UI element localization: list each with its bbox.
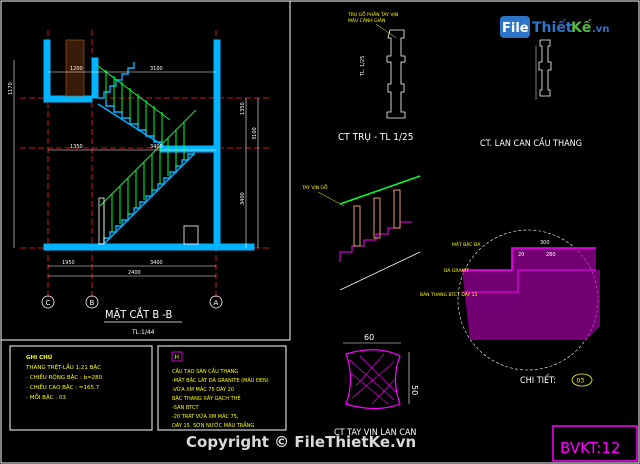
stair-edge-profile [462, 247, 596, 271]
baluster-shape [345, 349, 401, 410]
notes-right-panel: H CẤU TẠO SÀN CẦU THANG -MẶT BẬC LÁT ĐÁ … [157, 345, 287, 431]
notes-right-heading: CẤU TẠO SÀN CẦU THANG [172, 367, 238, 375]
logo-thiet: Thiết [532, 19, 573, 36]
section-view: 1200 3100 1350 3400 1350 3400 3100 1170 … [8, 30, 270, 336]
chi-tiet-badge-text: 03 [577, 378, 585, 385]
baluster-dim-w: 60 [364, 333, 374, 342]
step-detail: MẶT BẬC ĐÁ 300 280 20 ĐÁ GRANIT BẢN THAN… [420, 229, 600, 387]
dim-mid-1: 1350 [70, 144, 83, 150]
sheet-label: BVKT:12 [560, 439, 620, 457]
dim-mid-2: 3400 [150, 144, 163, 150]
notes-left-heading: GHI CHÚ [26, 354, 52, 361]
sheet-label-box: BVKT:12 [552, 425, 638, 462]
step-label-stone: ĐÁ GRANIT [444, 267, 469, 274]
step-note-top: MẶT BẬC ĐÁ [452, 241, 481, 248]
notes-left-line1: THANG TRỆT-LẦU 1:21 BẬC [25, 363, 101, 371]
stair-tread-lower [462, 269, 596, 293]
dim-side-4: 1170 [8, 82, 14, 95]
notes-right-badge-text: H [175, 354, 180, 361]
dim-bottom-2: 3400 [150, 260, 163, 266]
logo-ke: Kế [571, 19, 592, 36]
section-title: MẶT CẮT B -B [105, 307, 172, 321]
step-label-concrete: BẢN THANG BTCT DÀY 15 [420, 290, 478, 298]
stair-concrete-fill [462, 248, 600, 340]
step-dim-3: 20 [518, 252, 524, 258]
dim-side-2: 3400 [240, 192, 246, 205]
watermark-copyright: Copyright © FileThietKe.vn [186, 433, 416, 451]
step-dim-2: 280 [546, 252, 556, 258]
dim-bottom-1: 1950 [62, 260, 75, 266]
notes-left-line2: - CHIỀU RỘNG BẬC : b=280 [26, 373, 103, 381]
svg-text:B: B [90, 299, 95, 307]
notes-right-line2: -VỮA XM MÁC 75 DÀY 20 [172, 386, 234, 393]
grid-bubble-c: C [41, 295, 55, 309]
post-detail-title: CT TRỤ - TL 1/25 [338, 132, 413, 143]
logo-file: File [502, 21, 529, 36]
notes-left-line3: - CHIỀU CAO BẬC : =165.7 [26, 383, 100, 391]
railing-profile [538, 39, 552, 97]
chi-tiet-label: CHI TIẾT: [520, 374, 556, 386]
notes-right-line6: DÀY 15. SƠN NƯỚC MÀU TRẮNG [172, 421, 254, 429]
dimension-lines [13, 60, 259, 277]
baluster-dim-h: 50 [410, 385, 419, 395]
post-note: TRỤ GỖ PHẦN TAY VỊN [347, 10, 398, 18]
post-detail: TRỤ GỖ PHẦN TAY VỊN MÀU CÁNH GIÁN TL. 1/… [338, 10, 413, 143]
railing-detail: CT. LAN CAN CẦU THANG [480, 39, 582, 149]
baluster-section-title: CT TAY VỊN LAN CAN [334, 428, 416, 438]
notes-left-line4: - MỖI BẬC : 03 [26, 393, 66, 401]
baluster-hatch [349, 353, 397, 405]
handrail-balusters [353, 189, 401, 247]
notes-right-line1: -MẶT BẬC LÁT ĐÁ GRANITE (MÀU ĐEN) [172, 377, 269, 384]
svg-text:A: A [214, 299, 219, 307]
logo-vn: .vn [592, 24, 609, 35]
svg-text:C: C [46, 299, 51, 307]
handrail-note: TAY VỊN GỖ [301, 183, 328, 191]
step-dim-1: 300 [540, 240, 550, 246]
grid-lines [20, 30, 270, 300]
notes-right-badge [171, 351, 183, 362]
dim-top-2: 3100 [150, 66, 163, 72]
watermark-logo: File Thiết Kế .vn [500, 16, 609, 38]
railing-detail-title: CT. LAN CAN CẦU THANG [480, 136, 582, 149]
door-hatch [65, 39, 85, 97]
logo-badge [500, 16, 530, 38]
notes-right-line3: BẬC THANG XÂY GẠCH THẺ [172, 394, 241, 402]
dim-side-3: 3100 [252, 127, 258, 140]
chi-tiet-badge [571, 373, 593, 387]
notes-right-line4: -SÀN BTCT [172, 404, 200, 411]
post-scale-text: TL. 1/25 [360, 56, 366, 77]
dim-top-1: 1200 [70, 66, 83, 72]
dim-bottom-3: 2400 [128, 270, 141, 276]
post-note-2: MÀU CÁNH GIÁN [348, 17, 385, 24]
newel-post [98, 197, 105, 245]
post-profile [386, 29, 406, 119]
dim-side-1: 1350 [240, 102, 246, 115]
wc-symbol [183, 225, 199, 245]
baluster-section: 60 50 CT TAY VỊN LAN CAN [334, 333, 419, 438]
stair-railings [97, 65, 197, 240]
notes-right-line5: -20 TRÁT VỮA XM MÁC 75, [172, 413, 239, 420]
section-scale: TL:1/44 [131, 329, 155, 336]
notes-left-panel: GHI CHÚ THANG TRỆT-LẦU 1:21 BẬC - CHIỀU … [9, 345, 153, 431]
structure-walls [43, 39, 255, 251]
grid-bubble-a: A [209, 295, 223, 309]
grid-bubble-b: B [85, 295, 99, 309]
handrail-detail: TAY VỊN GỖ [301, 175, 421, 291]
